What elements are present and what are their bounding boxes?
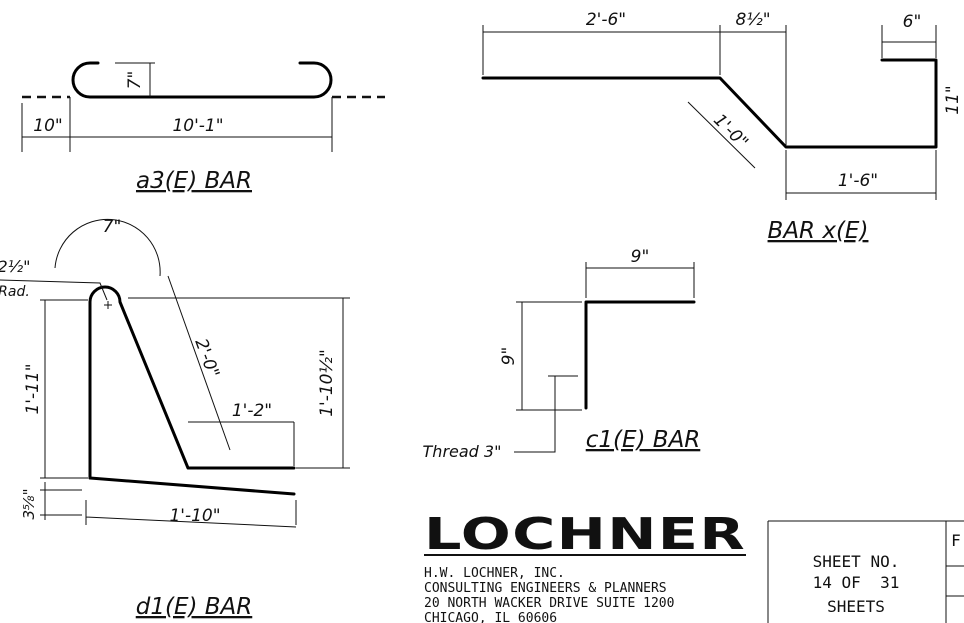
a3-dim-left: 10" [33, 116, 62, 136]
sheet-suffix: SHEETS [827, 597, 885, 616]
sheet-box-lines [767, 520, 964, 623]
x-bar-group: 2'-6" 8½" 6" 1'-0" 11" 1'-6" BAR x(E) [481, 10, 963, 244]
x-dim-top2: 8½" [735, 10, 770, 30]
d1-left-dimension [40, 299, 88, 479]
a3-bar-shape [71, 61, 333, 99]
x-bar-title: BAR x(E) [768, 218, 869, 244]
x-extension-lines [482, 25, 937, 145]
x-top-dimension-lines [483, 31, 936, 43]
d1-dim-arc: 7" [103, 217, 122, 237]
company-line-4: CHICAGO, IL 60606 [424, 611, 557, 623]
c1-thread-leader [514, 375, 578, 453]
c1-dim-top: 9" [631, 247, 650, 267]
c1-bar-group: 9" 9" Thread 3" c1(E) BAR [423, 247, 701, 461]
d1-bar-shape [88, 285, 296, 480]
d1-right-dimension [128, 297, 350, 469]
d1-bar-group: 7" 2½" Rad. 1'-11" 2'-0" 1'-10½" 1'-2" 3… [0, 217, 350, 620]
d1-bottom-dimension [85, 500, 297, 528]
d1-inner-dimension [188, 421, 295, 466]
x-dim-top1: 2'-6" [586, 10, 626, 30]
sheet-count: 14 OF 31 [813, 573, 900, 592]
d1-bottom-left-dimension [40, 482, 82, 520]
x-bottom-dimension-line [785, 150, 937, 200]
x-dim-top3: 6" [903, 12, 922, 32]
d1-dim-bottom-left: 3⅝" [20, 489, 38, 520]
d1-radius-leader [0, 279, 108, 301]
d1-dim-inner: 1'-2" [232, 401, 272, 421]
a3-dim-height: 7" [125, 71, 145, 90]
sheet-label: SHEET NO. [813, 552, 900, 571]
x-diagonal-dimension-line [687, 101, 756, 169]
d1-bar-bottom-leg [88, 476, 296, 496]
a3-bar-title: a3(E) BAR [136, 168, 252, 194]
c1-bar-shape [584, 300, 696, 410]
company-line-3: 20 NORTH WACKER DRIVE SUITE 1200 [424, 596, 674, 611]
x-dim-diagonal: 1'-0" [709, 110, 752, 153]
title-block: LOCHNER H.W. LOCHNER, INC. CONSULTING EN… [424, 509, 964, 623]
x-dim-bottom: 1'-6" [838, 171, 878, 191]
d1-dim-diagonal: 2'-0" [190, 336, 223, 381]
a3-bar-group: 7" 10" 10'-1" a3(E) BAR [21, 61, 385, 194]
d1-dim-radius-label: Rad. [0, 284, 30, 300]
c1-thread-label: Thread 3" [423, 442, 502, 461]
c1-top-dimension [585, 262, 695, 298]
x-bar-shape [481, 58, 938, 149]
company-line-2: CONSULTING ENGINEERS & PLANNERS [424, 581, 667, 596]
c1-left-dimension [516, 301, 582, 411]
x-dim-right: 11" [943, 85, 963, 114]
company-line-1: H.W. LOCHNER, INC. [424, 566, 565, 581]
d1-dim-bottom: 1'-10" [169, 506, 220, 526]
d1-dim-left: 1'-11" [23, 363, 43, 414]
d1-center-mark [104, 301, 112, 309]
sheet-side-letter: F [951, 531, 961, 550]
d1-bar-title: d1(E) BAR [136, 594, 253, 620]
d1-arc-dimension [54, 218, 161, 277]
c1-bar-title: c1(E) BAR [586, 427, 701, 453]
company-logo: LOCHNER [424, 509, 746, 560]
a3-height-dimension [115, 62, 155, 97]
a3-dim-length: 10'-1" [172, 116, 223, 136]
a3-extension-lines [21, 97, 333, 152]
d1-diagonal-dimension [167, 275, 231, 451]
d1-dim-radius-value: 2½" [0, 257, 31, 276]
d1-dim-right: 1'-10½" [317, 349, 337, 417]
c1-dim-left: 9" [499, 347, 519, 366]
